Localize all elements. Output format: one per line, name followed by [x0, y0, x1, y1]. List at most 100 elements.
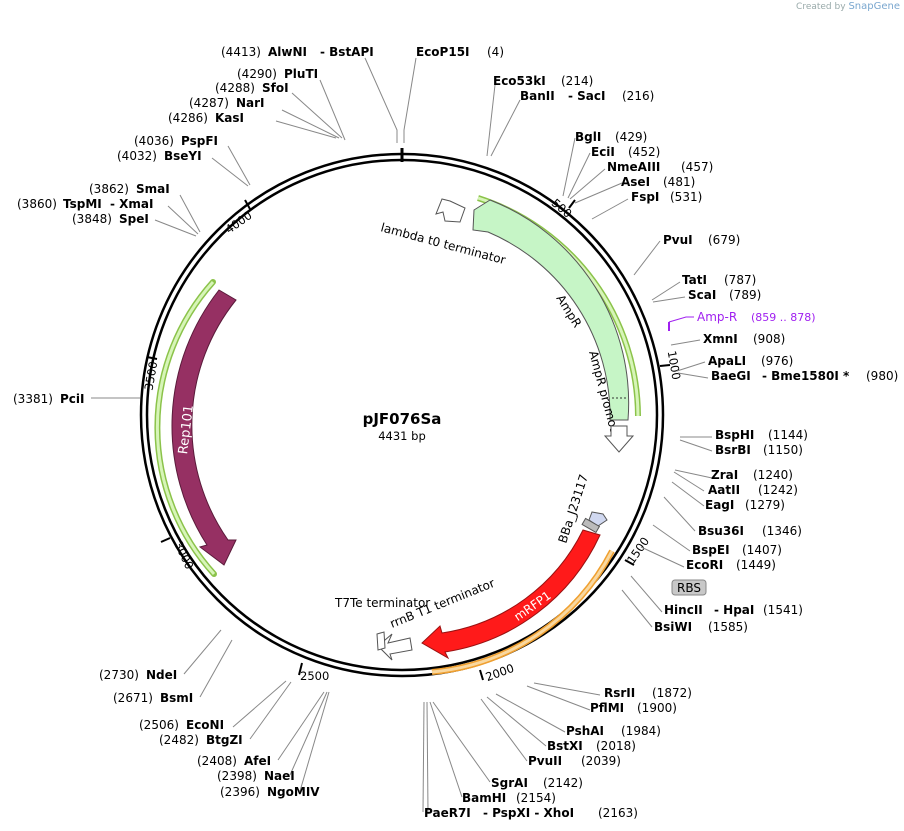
svg-text:(679): (679) — [708, 233, 740, 247]
svg-text:SgrAI: SgrAI — [491, 776, 528, 790]
site-kasi[interactable]: (4286)KasI — [168, 111, 244, 125]
svg-text:EcoNI: EcoNI — [186, 718, 224, 732]
site-bsu36i[interactable]: Bsu36I(1346) — [698, 524, 802, 538]
svg-text:BamHI: BamHI — [462, 791, 506, 805]
tick-mark-1000 — [659, 364, 671, 367]
svg-text:NaeI: NaeI — [264, 769, 295, 783]
site-sfoi[interactable]: (4288) SfoI — [215, 81, 289, 95]
t7te-label: T7Te terminator — [334, 596, 430, 610]
rep101-feature[interactable]: Rep101 — [154, 279, 237, 577]
site-bstxi[interactable]: BstXI(2018) — [547, 739, 636, 753]
svg-text:(4): (4) — [487, 45, 504, 59]
site-pvuii[interactable]: PvuII(2039) — [528, 754, 621, 768]
tick-mark-1500 — [624, 559, 635, 566]
site-pshai[interactable]: PshAI(1984) — [566, 724, 661, 738]
tick-mark-3000 — [160, 537, 171, 543]
site-pcii[interactable]: (3381)PciI — [13, 392, 85, 406]
site-paer7i[interactable]: PaeR7I- PspXI - XhoI(2163) — [424, 806, 638, 820]
site-eagi[interactable]: EagI(1279) — [705, 498, 785, 512]
site-xmni[interactable]: XmnI(908) — [703, 332, 785, 346]
site-pluti[interactable]: (4290)PluTI — [237, 67, 318, 81]
svg-text:(980): (980) — [866, 369, 898, 383]
svg-text:(3848): (3848) — [72, 212, 112, 226]
svg-text:(4286): (4286) — [168, 111, 208, 125]
site-bgli[interactable]: BglI(429) — [575, 130, 647, 144]
site-naei[interactable]: (2398)NaeI — [217, 769, 295, 783]
site-nari[interactable]: (4287)NarI — [189, 96, 265, 110]
ampr-feature[interactable]: AmpR AmpR promoter — [472, 195, 641, 453]
site-alwni[interactable]: (4413)AlwNI- BstAPI — [221, 45, 374, 59]
svg-text:(429): (429) — [615, 130, 647, 144]
site-tspmi[interactable]: (3860)TspMI- XmaI — [17, 197, 153, 211]
site-ecii[interactable]: EciI(452) — [591, 145, 660, 159]
svg-text:EcoRI: EcoRI — [686, 558, 723, 572]
site-pflmi[interactable]: PflMI(1900) — [590, 701, 677, 715]
site-econi[interactable]: (2506) EcoNI — [139, 718, 224, 732]
svg-text:- SacI: - SacI — [568, 89, 605, 103]
svg-text:AfeI: AfeI — [244, 754, 271, 768]
svg-text:(214): (214) — [561, 74, 593, 88]
site-bsiwi[interactable]: BsiWI(1585) — [654, 620, 748, 634]
svg-text:XmnI: XmnI — [703, 332, 738, 346]
svg-text:HincII: HincII — [664, 603, 703, 617]
site-rsrii[interactable]: RsrII(1872) — [604, 686, 692, 700]
site-baegi[interactable]: BaeGI- Bme1580I *(980) — [711, 369, 898, 383]
ampr-promoter-arrow — [603, 425, 635, 453]
leader-lines — [91, 57, 713, 813]
svg-text:(3381): (3381) — [13, 392, 53, 406]
site-ndei[interactable]: (2730)NdeI — [99, 668, 177, 682]
site-bsphi[interactable]: BspHI(1144) — [715, 428, 808, 442]
svg-text:(2018): (2018) — [596, 739, 636, 753]
site-pvui[interactable]: PvuI(679) — [663, 233, 740, 247]
svg-text:(3862): (3862) — [89, 182, 129, 196]
site-bsmi[interactable]: (2671)BsmI — [113, 691, 193, 705]
svg-text:PshAI: PshAI — [566, 724, 604, 738]
site-pspfi[interactable]: (4036)PspFI — [134, 134, 218, 148]
svg-text:- PspXI - XhoI: - PspXI - XhoI — [483, 806, 574, 820]
backbone — [139, 148, 665, 678]
site-ngomiv[interactable]: (2396)NgoMIV — [220, 785, 320, 799]
site-bspei[interactable]: BspEI(1407) — [692, 543, 782, 557]
svg-text:BseYI: BseYI — [164, 149, 202, 163]
site-afei[interactable]: (2408)AfeI — [197, 754, 271, 768]
svg-text:PluTI: PluTI — [284, 67, 318, 81]
svg-text:- HpaI: - HpaI — [714, 603, 754, 617]
site-apali[interactable]: ApaLI(976) — [708, 354, 793, 368]
svg-text:(531): (531) — [670, 190, 702, 204]
site-ecori[interactable]: EcoRI(1449) — [686, 558, 776, 572]
mrfp1-arrow — [421, 529, 601, 660]
site-aatii[interactable]: AatII(1242) — [708, 483, 798, 497]
site-hincii[interactable]: HincII- HpaI(1541) — [664, 603, 803, 617]
site-nmeaiii[interactable]: NmeAIII(457) — [607, 160, 713, 174]
rbs-box — [671, 579, 707, 596]
site-banii[interactable]: BanII- SacI(216) — [520, 89, 654, 103]
site-spei[interactable]: (3848)SpeI — [72, 212, 149, 226]
site-sgrai[interactable]: SgrAI(2142) — [491, 776, 583, 790]
svg-text:(976): (976) — [761, 354, 793, 368]
site-ecop15i[interactable]: EcoP15I(4) — [416, 45, 504, 59]
site-asei[interactable]: AseI(481) — [621, 175, 695, 189]
rbs-feature[interactable]: RBS — [671, 579, 707, 596]
svg-text:(1346): (1346) — [762, 524, 802, 538]
svg-text:NarI: NarI — [236, 96, 265, 110]
amp-r-primer[interactable]: Amp-R (859 .. 878) — [668, 310, 816, 331]
site-bamhi[interactable]: BamHI(2154) — [462, 791, 556, 805]
site-zrai[interactable]: ZraI(1240) — [711, 468, 793, 482]
svg-text:SfoI: SfoI — [262, 81, 289, 95]
site-bsrbi[interactable]: BsrBI(1150) — [715, 443, 803, 457]
site-fspi[interactable]: FspI(531) — [631, 190, 702, 204]
site-bseyi[interactable]: (4032)BseYI — [117, 149, 202, 163]
svg-text:(2506): (2506) — [139, 718, 179, 732]
svg-text:BspHI: BspHI — [715, 428, 754, 442]
rep101-arrow — [171, 289, 237, 566]
site-smai[interactable]: (3862)SmaI — [89, 182, 170, 196]
site-scai[interactable]: ScaI(789) — [688, 288, 761, 302]
branding: Created by SnapGene — [796, 1, 900, 12]
site-tati[interactable]: TatI(787) — [682, 273, 756, 287]
site-btgzi[interactable]: (2482)BtgZI — [159, 733, 243, 747]
svg-text:(4288): (4288) — [215, 81, 255, 95]
enzyme-sites-right: EcoP15I(4) Eco53kI(214) BanII- SacI(216)… — [416, 45, 898, 820]
terminators-lower[interactable]: rrnB T1 terminator T7Te terminator — [334, 576, 497, 661]
site-eco53ki[interactable]: Eco53kI(214) — [493, 74, 593, 88]
